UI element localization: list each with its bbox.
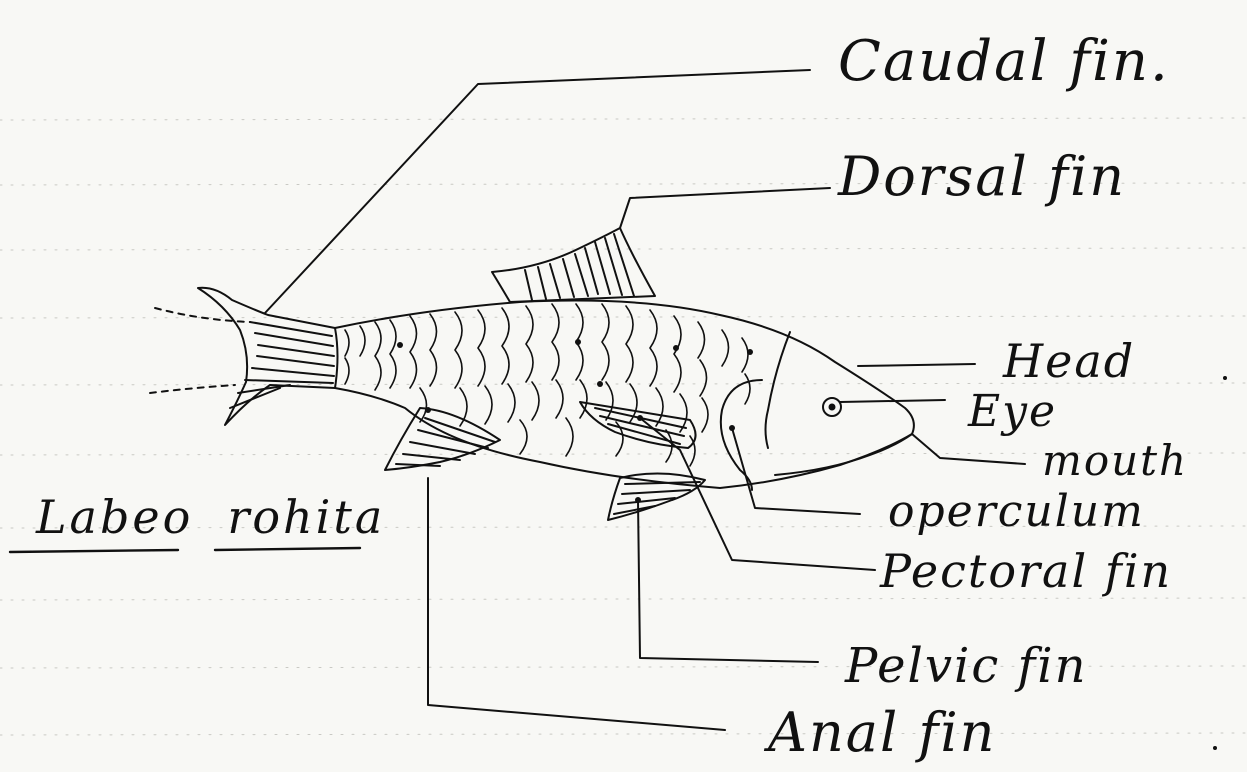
mouth-line: [775, 434, 912, 475]
underline-genus: [10, 550, 178, 552]
leader-pelvic: [638, 500, 818, 662]
underline-epithet: [215, 548, 360, 550]
pectoral-fin-shape: [580, 402, 696, 448]
eye-label: Eye: [968, 390, 1057, 434]
caudal-fin-label: Caudal fin.: [838, 34, 1170, 90]
leader-caudal: [265, 70, 810, 313]
pectoral-fin-label: Pectoral fin: [880, 548, 1172, 594]
caudal-fin-shape: [198, 288, 338, 425]
species-name: Labeo rohita: [36, 494, 385, 540]
leader-eye: [840, 400, 945, 402]
head-line: [766, 332, 791, 448]
tail-dash-upper: [155, 308, 250, 322]
dorsal-fin-label: Dorsal fin: [838, 150, 1126, 204]
pelvic-fin-label: Pelvic fin: [845, 642, 1088, 690]
leader-mouth: [912, 434, 1025, 464]
pelvic-fin-shape: [608, 473, 705, 520]
scales: [345, 304, 750, 466]
leader-dorsal: [620, 188, 830, 228]
leader-operculum: [732, 428, 860, 514]
anal-fin-label: Anal fin: [768, 706, 996, 760]
leader-pectoral: [640, 418, 875, 570]
mouth-label: mouth: [1042, 440, 1188, 482]
anal-fin-shape: [385, 408, 500, 470]
leader-anal: [428, 478, 725, 730]
operculum-curve: [721, 380, 762, 490]
species-epithet: rohita: [227, 494, 385, 540]
operculum-label: operculum: [888, 490, 1145, 534]
head-label: Head: [1003, 338, 1135, 384]
body-outline: [335, 301, 914, 488]
dorsal-fin-shape: [492, 228, 655, 302]
tail-dash-lower: [150, 385, 235, 393]
species-genus: Labeo: [36, 494, 193, 540]
leader-head: [858, 364, 975, 366]
